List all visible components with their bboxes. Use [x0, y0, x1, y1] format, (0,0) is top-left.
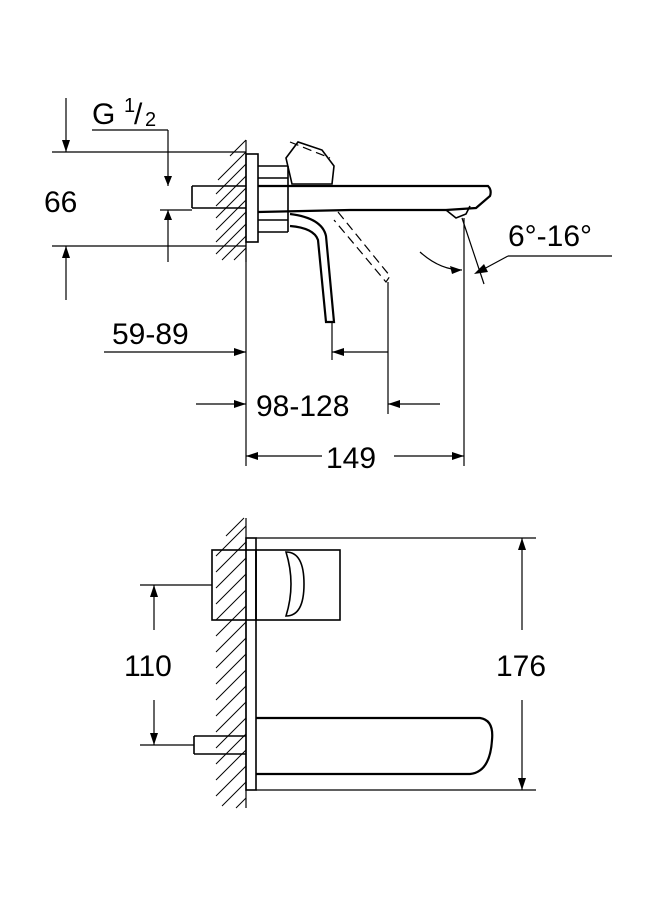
dim-149: 149: [246, 218, 465, 475]
handle-top: [285, 141, 335, 185]
dim-59-89-label: 59-89: [112, 318, 189, 351]
pipe-stub-front: [193, 735, 246, 755]
dim-angle-label: 6°-16°: [508, 220, 592, 253]
spout: [257, 184, 492, 214]
wall-hatching-front: [215, 517, 247, 809]
dim-110-label: 110: [124, 650, 172, 683]
dim-angle: 6°-16°: [419, 217, 612, 285]
dim-66: 66: [44, 98, 246, 300]
wall-plate-front: [245, 537, 257, 791]
wall-plate-side: [245, 153, 259, 243]
dim-176: 176: [256, 537, 546, 791]
dim-66-label: 66: [44, 186, 77, 219]
side-view: G 1 / 2 66 59-89: [44, 95, 612, 475]
spout-front: [256, 716, 494, 776]
lever-swing-dashed: [333, 211, 391, 283]
thread-label: G 1 / 2: [92, 95, 172, 186]
front-view: 110 176: [124, 517, 546, 809]
thread-label-num: 1: [124, 95, 135, 117]
thread-label-den: 2: [145, 109, 156, 131]
pipe-connector: [191, 185, 246, 209]
dim-176-label: 176: [496, 650, 546, 683]
thread-label-sep: /: [134, 98, 143, 131]
handle-front: [255, 549, 341, 621]
dim-149-label: 149: [326, 442, 376, 475]
dim-59-89: 59-89: [104, 242, 388, 466]
dim-98-128-label: 98-128: [256, 390, 349, 423]
dim-98-128: 98-128: [196, 282, 440, 423]
wall-hatching-side: [215, 139, 247, 262]
lever: [289, 212, 336, 324]
dim-110: 110: [124, 584, 212, 746]
handle-swing-dashed: [289, 141, 331, 159]
valve-body: [258, 165, 289, 233]
aerator: [445, 205, 471, 219]
thread-label-main: G: [92, 98, 115, 131]
handle-grip: [284, 551, 305, 617]
